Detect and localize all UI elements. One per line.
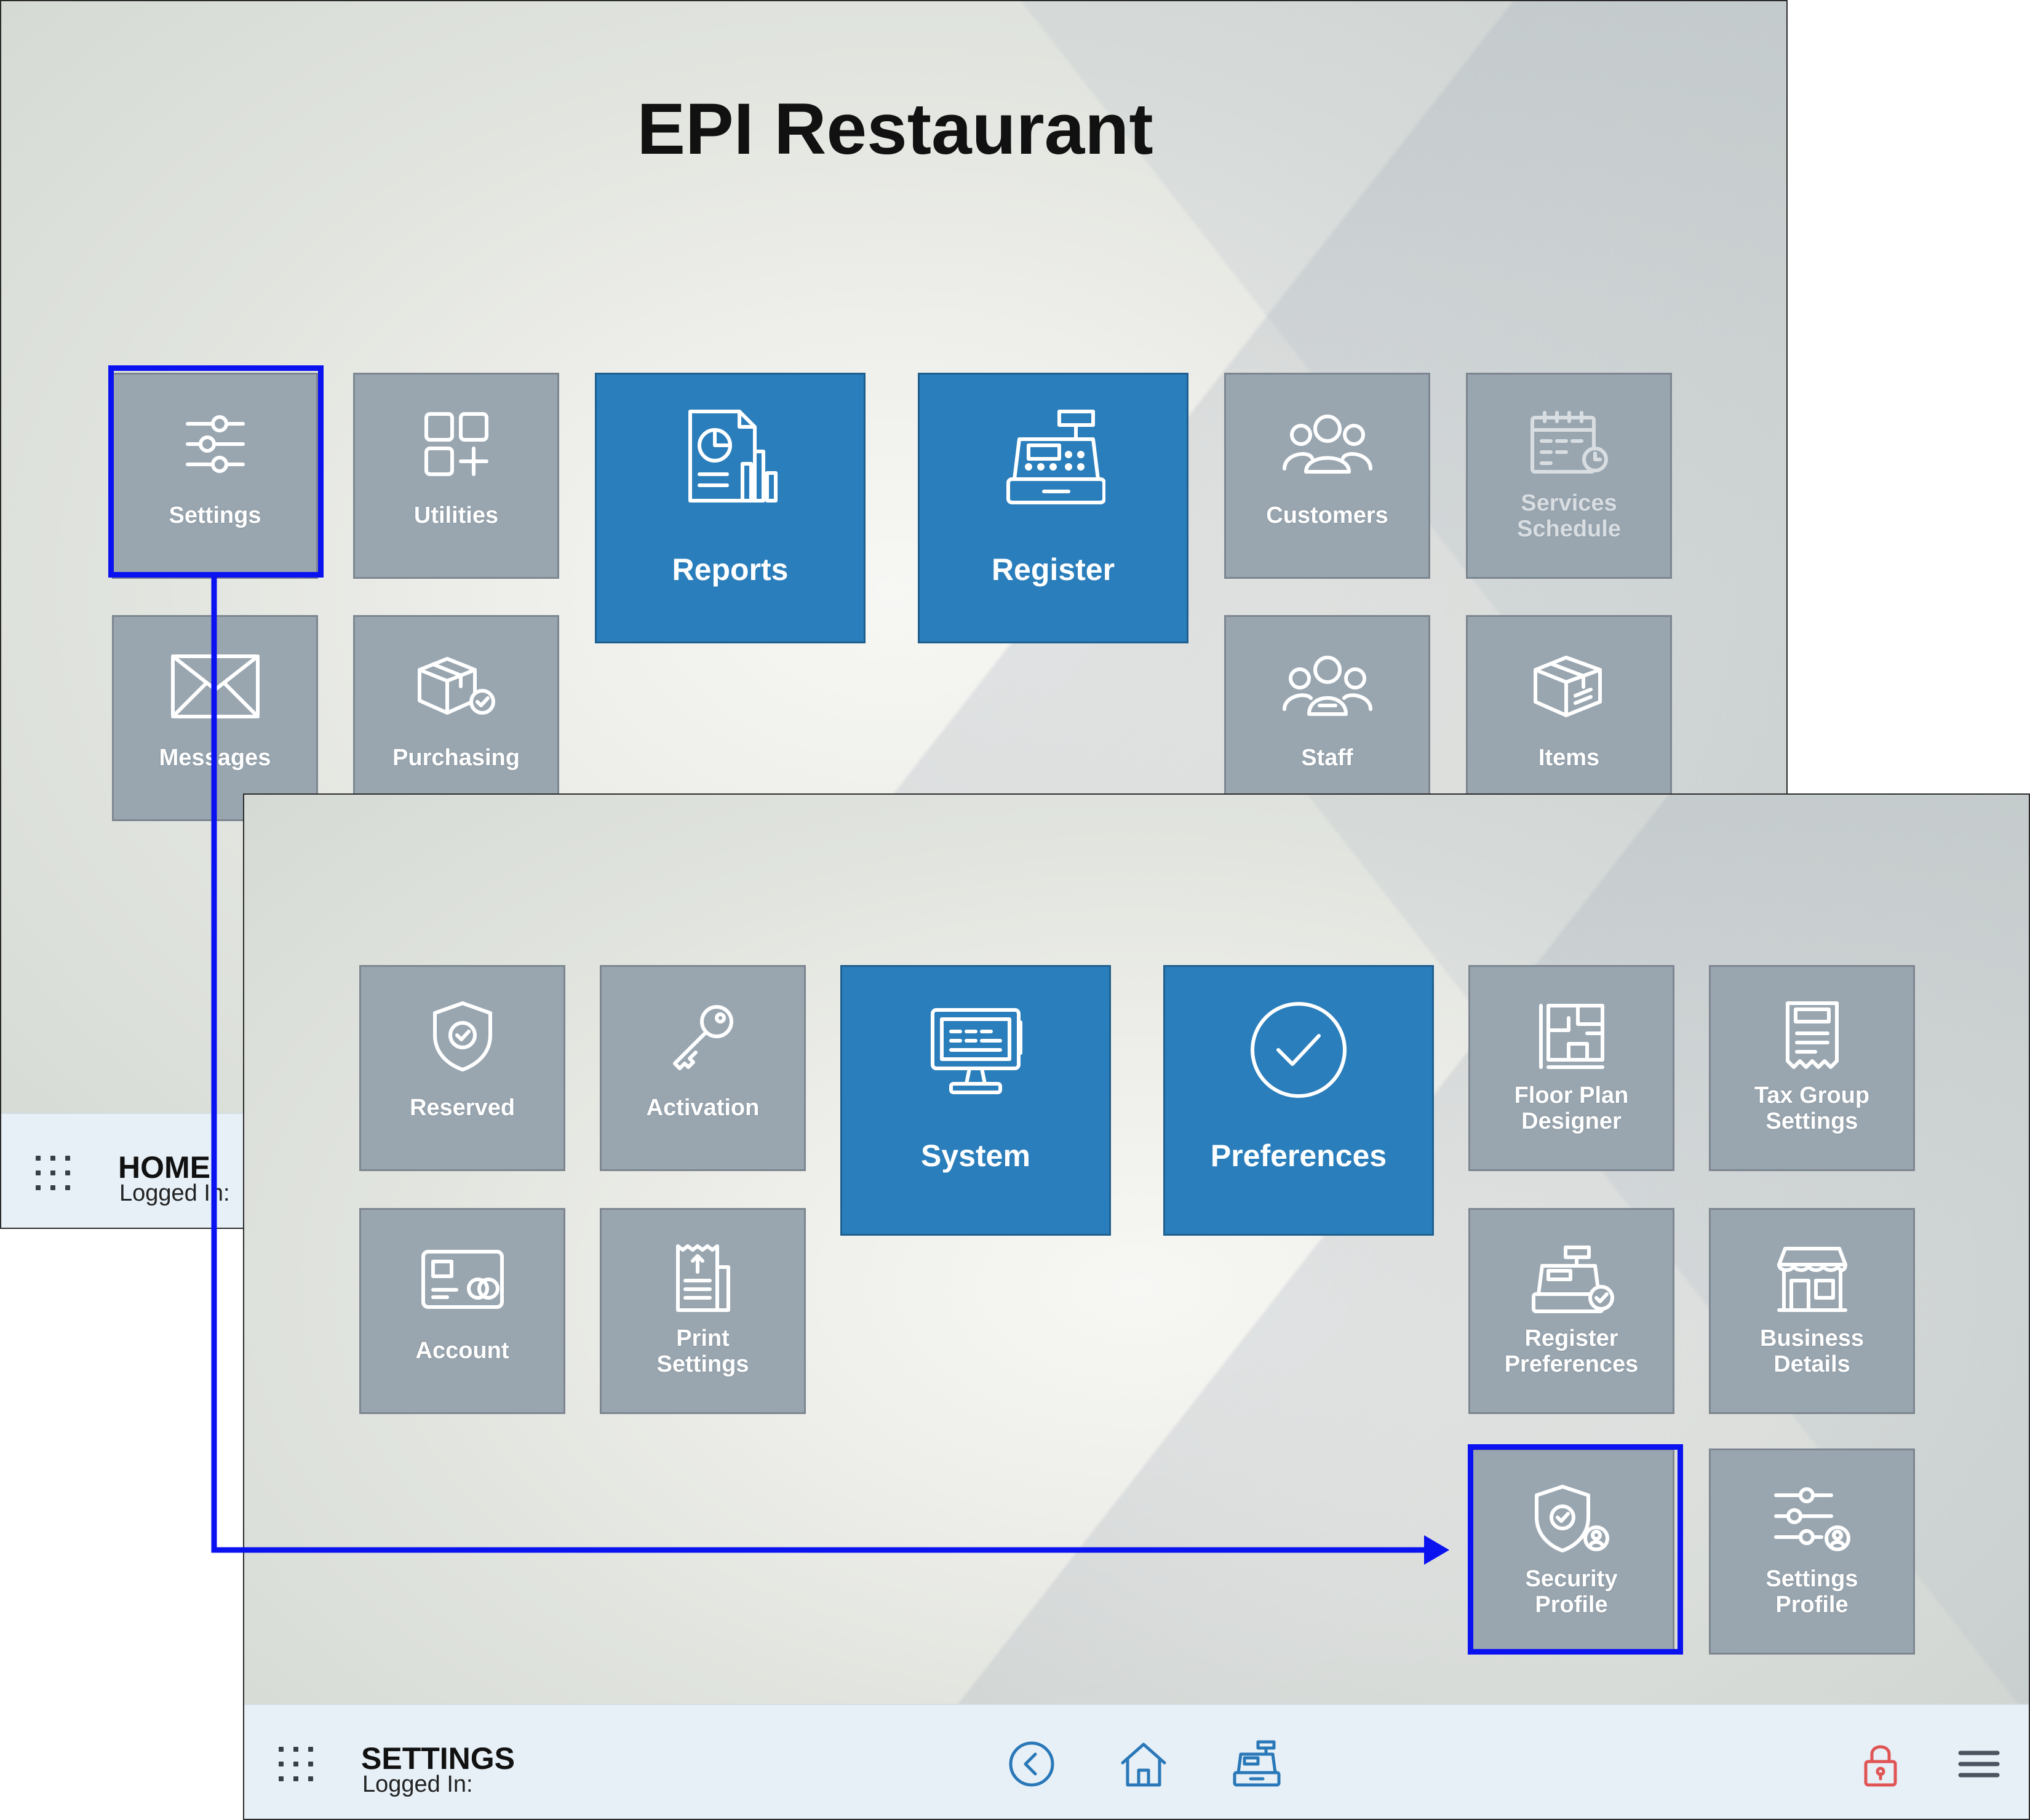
tile-reports[interactable]: Reports [595,373,866,643]
storefront-icon [1775,1239,1849,1319]
tile-label: Staff [1301,745,1353,771]
staff-group-icon [1281,646,1374,726]
shield-check-icon [429,996,496,1076]
tile-label: Preferences [1210,1138,1387,1173]
cash-register-icon [1001,405,1105,510]
tile-label: Activation [646,1095,760,1121]
back-icon[interactable] [1007,1739,1056,1789]
hamburger-menu-icon[interactable] [1954,1739,2004,1789]
apps-grid-icon[interactable] [36,1156,71,1191]
tile-label: Utilities [413,503,499,528]
box-items-icon [1529,646,1609,726]
tile-account[interactable]: Account [359,1208,565,1414]
status-bar: SETTINGS Logged In: [244,1704,2029,1819]
tile-customers[interactable]: Customers [1224,373,1430,579]
tile-utilities[interactable]: Utilities [353,373,559,579]
register-icon[interactable] [1232,1739,1281,1789]
key-icon [666,996,740,1076]
check-circle-icon [1246,998,1351,1102]
sliders-icon [181,404,249,484]
logged-in-label: Logged In: [362,1771,473,1797]
tile-label: System [921,1138,1030,1173]
tile-label: Reports [672,552,789,587]
tile-preferences[interactable]: Preferences [1163,965,1434,1236]
apps-grid-icon[interactable] [279,1747,314,1782]
tile-activation[interactable]: Activation [600,965,806,1171]
shield-user-icon [1532,1480,1612,1560]
tile-label: Purchasing [392,745,520,771]
tile-label: Messages [159,745,271,771]
envelope-icon [169,646,261,726]
floor-plan-icon [1535,996,1609,1076]
tile-system[interactable]: System [840,965,1111,1236]
home-icon[interactable] [1119,1739,1168,1789]
status-bar-title: SETTINGS [361,1741,515,1776]
tile-staff[interactable]: Staff [1224,615,1430,821]
customers-group-icon [1281,404,1374,484]
register-check-icon [1529,1239,1615,1319]
tile-label: Settings [169,503,261,528]
tile-register[interactable]: Register [918,373,1188,643]
tile-settings[interactable]: Settings [112,373,318,579]
tile-label: Account [415,1338,509,1364]
pos-terminal-icon [923,998,1028,1102]
calendar-clock-icon [1526,404,1612,484]
print-receipt-icon [669,1239,737,1319]
report-chart-icon [678,405,782,510]
home-title: EPI Restaurant [637,89,1153,170]
tile-items[interactable]: Items [1466,615,1672,821]
apps-add-icon [423,404,490,484]
status-bar-title: HOME [118,1150,210,1185]
tile-label: Reserved [409,1095,515,1121]
lock-icon[interactable] [1856,1739,1905,1789]
tax-receipt-icon [1778,996,1846,1076]
tile-purchasing[interactable]: Purchasing [353,615,559,821]
tile-messages[interactable]: Messages [112,615,318,821]
sliders-user-icon [1772,1480,1852,1560]
tile-label: Register [991,552,1115,587]
box-check-icon [413,646,500,726]
tile-label: Customers [1266,503,1388,528]
settings-screen: Reserved Activation System Preferences F… [243,793,2030,1820]
tile-label: Items [1538,745,1600,771]
tile-reserved[interactable]: Reserved [359,965,565,1171]
credit-card-icon [420,1239,506,1319]
logged-in-label: Logged In: [119,1180,230,1206]
